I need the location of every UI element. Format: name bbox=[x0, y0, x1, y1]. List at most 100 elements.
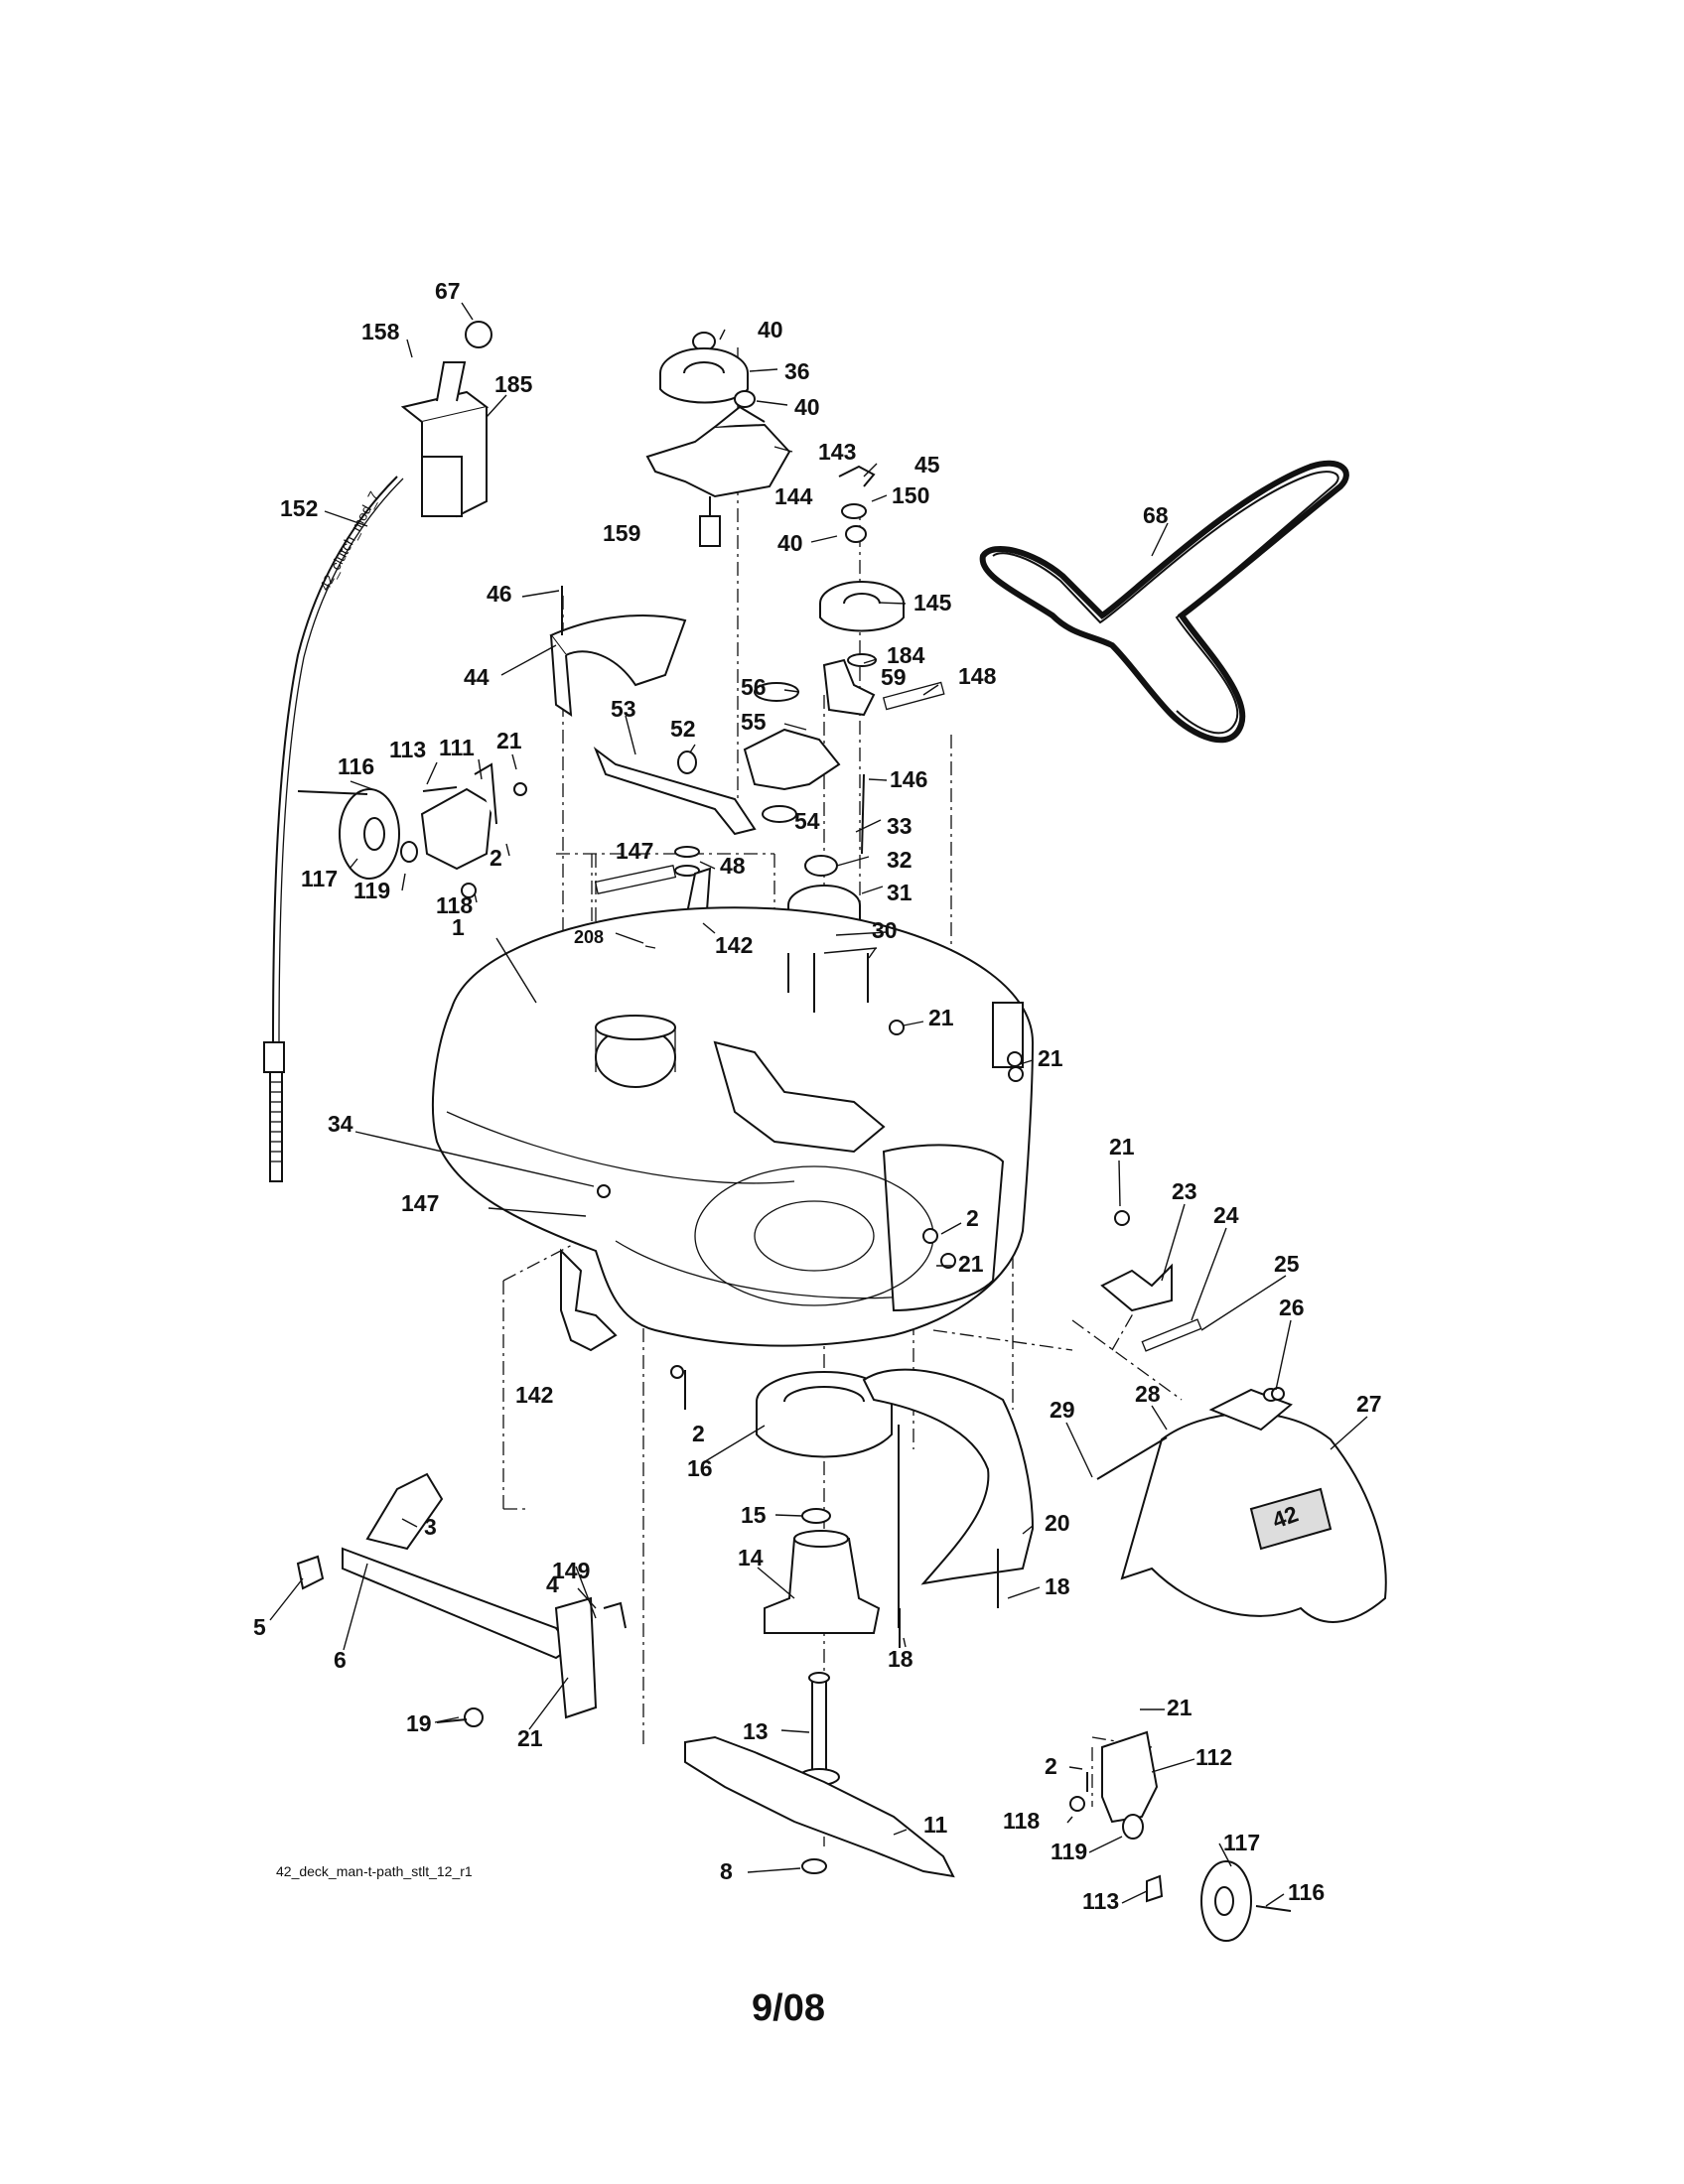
callout-21-center-b: 21 bbox=[1038, 1045, 1063, 1071]
callout-144: 144 bbox=[774, 483, 813, 509]
callout-30: 30 bbox=[872, 917, 898, 943]
callout-146: 146 bbox=[890, 766, 927, 792]
right-gauge-wheel-assembly bbox=[1069, 1730, 1292, 1942]
callout-147-upper: 147 bbox=[616, 838, 653, 864]
hardware-fasteners bbox=[513, 782, 1285, 1648]
spindle-assembly bbox=[756, 1371, 893, 1786]
callout-55: 55 bbox=[741, 709, 767, 735]
callout-44: 44 bbox=[464, 664, 490, 690]
callout-21-chute: 21 bbox=[1109, 1134, 1135, 1160]
blade-baffle-20 bbox=[862, 1368, 1035, 1628]
callout-113-left: 113 bbox=[389, 737, 426, 762]
callout-184: 184 bbox=[887, 642, 925, 668]
callout-32: 32 bbox=[887, 847, 912, 873]
callout-2-left-wheel: 2 bbox=[490, 845, 502, 871]
lower-bracket-142 bbox=[560, 1248, 618, 1352]
callout-112: 112 bbox=[1195, 1744, 1232, 1770]
callout-6: 6 bbox=[334, 1647, 347, 1673]
callout-111: 111 bbox=[439, 735, 475, 760]
callout-4: 4 bbox=[546, 1571, 559, 1597]
callout-46: 46 bbox=[487, 581, 512, 607]
callout-21-center-a: 21 bbox=[928, 1005, 954, 1030]
callout-20: 20 bbox=[1045, 1510, 1070, 1536]
belt-guide-44 bbox=[549, 586, 687, 717]
callout-113-right: 113 bbox=[1082, 1888, 1119, 1914]
callout-116-left: 116 bbox=[338, 753, 374, 779]
callout-118-left: 118 bbox=[436, 892, 473, 918]
drawing-reference-code: 42_deck_man-t-path_stlt_12_r1 bbox=[276, 1863, 473, 1879]
idler-pulley-stack bbox=[645, 332, 905, 667]
callout-117-right: 117 bbox=[1223, 1830, 1260, 1855]
callout-24: 24 bbox=[1213, 1202, 1239, 1228]
callout-119-right: 119 bbox=[1051, 1839, 1087, 1864]
callout-1: 1 bbox=[452, 914, 465, 940]
callout-31: 31 bbox=[887, 880, 912, 905]
callout-149: 149 bbox=[552, 1558, 590, 1583]
callout-117-left: 117 bbox=[301, 866, 338, 891]
clutch-control-assembly: 42_clutch_mod_7 bbox=[263, 321, 492, 1182]
drive-belt-68 bbox=[979, 460, 1349, 744]
callout-59: 59 bbox=[881, 664, 907, 690]
callout-2-deck: 2 bbox=[966, 1205, 979, 1231]
callout-147-lower: 147 bbox=[401, 1190, 439, 1216]
callout-142-upper: 142 bbox=[715, 932, 753, 958]
callout-48: 48 bbox=[720, 853, 746, 879]
callout-29: 29 bbox=[1050, 1397, 1075, 1423]
callout-159: 159 bbox=[603, 520, 640, 546]
callout-16: 16 bbox=[687, 1455, 713, 1481]
callout-8: 8 bbox=[720, 1858, 733, 1884]
callout-3: 3 bbox=[424, 1514, 437, 1540]
callout-54: 54 bbox=[794, 808, 820, 834]
callout-150: 150 bbox=[892, 482, 929, 508]
left-gauge-wheel-assembly bbox=[297, 762, 497, 898]
callout-36: 36 bbox=[784, 358, 810, 384]
callout-143: 143 bbox=[818, 439, 856, 465]
callout-152: 152 bbox=[280, 495, 318, 521]
front-lift-link-assembly bbox=[296, 1472, 627, 1727]
callout-40-third: 40 bbox=[777, 530, 803, 556]
callout-13: 13 bbox=[743, 1718, 769, 1744]
callout-148: 148 bbox=[958, 663, 997, 689]
callout-2-right-wheel: 2 bbox=[1045, 1753, 1057, 1779]
callout-21-right-wheel: 21 bbox=[1167, 1695, 1193, 1720]
callout-2-spindle: 2 bbox=[692, 1421, 705, 1446]
callout-18-right: 18 bbox=[1045, 1573, 1070, 1599]
callout-19: 19 bbox=[406, 1710, 432, 1736]
callout-68: 68 bbox=[1143, 502, 1169, 528]
callout-185: 185 bbox=[494, 371, 533, 397]
page-date-label: 9/08 bbox=[752, 1987, 825, 2029]
callout-14: 14 bbox=[738, 1545, 764, 1570]
callout-labels: 67 158 185 152 46 44 116 113 111 21 117 … bbox=[253, 278, 1382, 1914]
callout-25: 25 bbox=[1274, 1251, 1300, 1277]
callout-11: 11 bbox=[923, 1812, 948, 1838]
callout-21-deck: 21 bbox=[958, 1251, 984, 1277]
deck-size-badge: 42 bbox=[1249, 1487, 1333, 1551]
callout-40-top: 40 bbox=[758, 317, 783, 342]
callout-53: 53 bbox=[611, 696, 636, 722]
callout-23: 23 bbox=[1172, 1178, 1197, 1204]
callout-67: 67 bbox=[435, 278, 461, 304]
callout-52: 52 bbox=[670, 716, 696, 742]
callout-15: 15 bbox=[741, 1502, 767, 1528]
callout-33: 33 bbox=[887, 813, 912, 839]
callout-45: 45 bbox=[914, 452, 940, 478]
callout-26: 26 bbox=[1279, 1295, 1305, 1320]
callout-56: 56 bbox=[741, 674, 767, 700]
callout-40-second: 40 bbox=[794, 394, 820, 420]
callout-28: 28 bbox=[1135, 1381, 1161, 1407]
callout-145: 145 bbox=[913, 590, 952, 615]
callout-142-lower: 142 bbox=[515, 1382, 553, 1408]
callout-27: 27 bbox=[1356, 1391, 1382, 1417]
callout-34: 34 bbox=[328, 1111, 353, 1137]
callout-118-right: 118 bbox=[1003, 1808, 1040, 1834]
callout-5: 5 bbox=[253, 1614, 266, 1640]
leader-lines bbox=[269, 302, 1368, 1907]
mower-deck-shell bbox=[432, 906, 1035, 1347]
discharge-chute-assembly: 42 bbox=[1096, 1263, 1387, 1623]
blade-11 bbox=[684, 1735, 955, 1878]
callout-158: 158 bbox=[361, 319, 400, 344]
callout-116-right: 116 bbox=[1288, 1879, 1325, 1905]
callout-21-lift: 21 bbox=[517, 1725, 543, 1751]
callout-21-left-wheel: 21 bbox=[496, 728, 522, 753]
